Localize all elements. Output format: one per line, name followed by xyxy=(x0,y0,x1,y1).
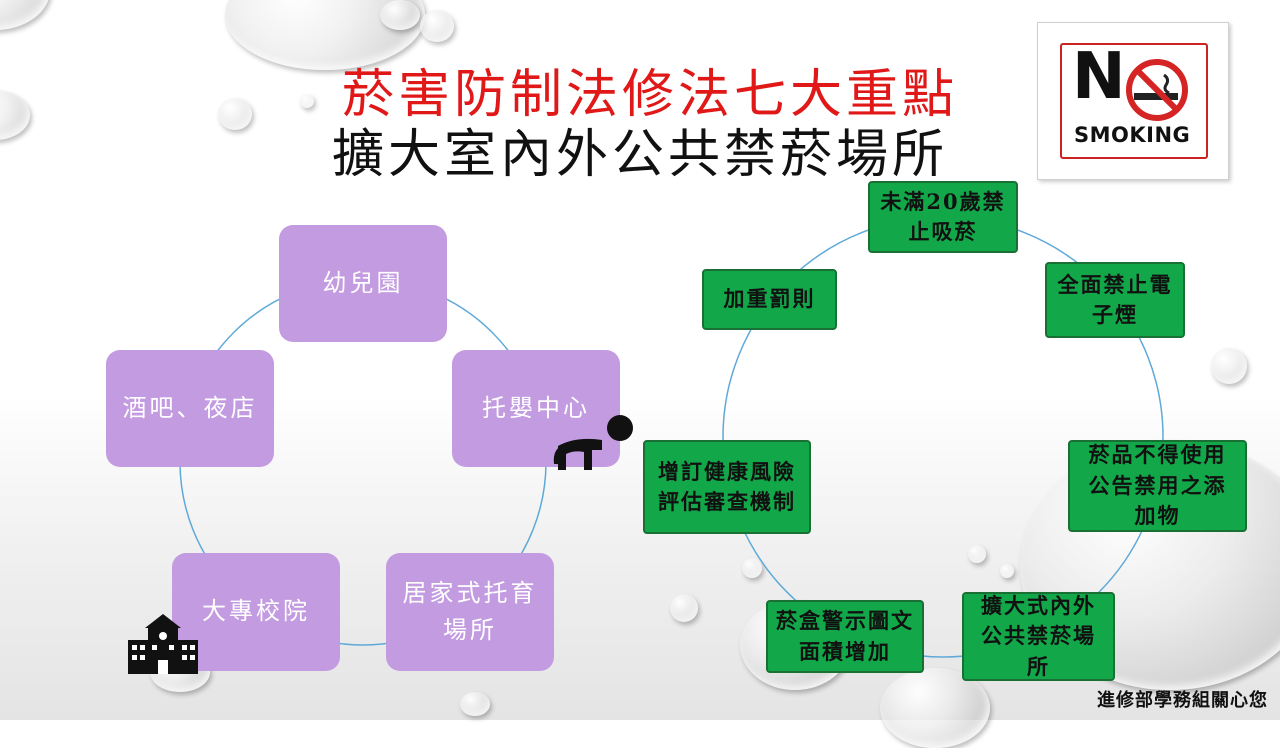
water-drop xyxy=(380,0,420,30)
green-node-warning-label: 菸盒警示圖文面積增加 xyxy=(766,600,924,673)
purple-node-bars: 酒吧、夜店 xyxy=(106,350,274,467)
green-node-e-cigarettes: 全面禁止電子煙 xyxy=(1045,262,1185,338)
sign-letter: N xyxy=(1072,40,1126,114)
water-drop xyxy=(742,558,762,578)
school-building-icon xyxy=(128,614,198,674)
green-node-additives: 菸品不得使用公告禁用之添加物 xyxy=(1068,440,1247,532)
water-drop xyxy=(968,545,986,563)
purple-node-home-childcare: 居家式托育場所 xyxy=(386,553,554,671)
water-drop xyxy=(1211,348,1247,384)
no-smoking-icon xyxy=(1126,59,1188,121)
water-drop xyxy=(300,94,314,108)
water-drop xyxy=(420,10,454,42)
water-drop xyxy=(218,98,252,130)
no-smoking-sign: N SMOKING xyxy=(1037,22,1229,180)
green-node-under-20: 未滿20歲禁止吸菸 xyxy=(868,181,1018,253)
water-drop xyxy=(460,692,490,716)
sign-frame xyxy=(1060,43,1208,159)
sign-word: SMOKING xyxy=(1074,123,1191,147)
green-node-health-risk: 增訂健康風險評估審查機制 xyxy=(643,440,811,534)
footer-credit: 進修部學務組關心您 xyxy=(1097,690,1268,711)
green-node-smoke-free-places: 擴大式內外公共禁菸場所 xyxy=(962,592,1115,681)
water-drop xyxy=(670,594,698,622)
page-title: 菸害防制法修法七大重點 xyxy=(341,65,958,125)
green-node-penalties: 加重罰則 xyxy=(702,269,837,330)
purple-node-university: 大專校院 xyxy=(172,553,340,671)
page-subtitle: 擴大室內外公共禁菸場所 xyxy=(331,125,948,185)
purple-node-kindergarten: 幼兒園 xyxy=(279,225,447,342)
crawling-baby-icon xyxy=(553,415,633,470)
water-drop xyxy=(1000,564,1014,578)
